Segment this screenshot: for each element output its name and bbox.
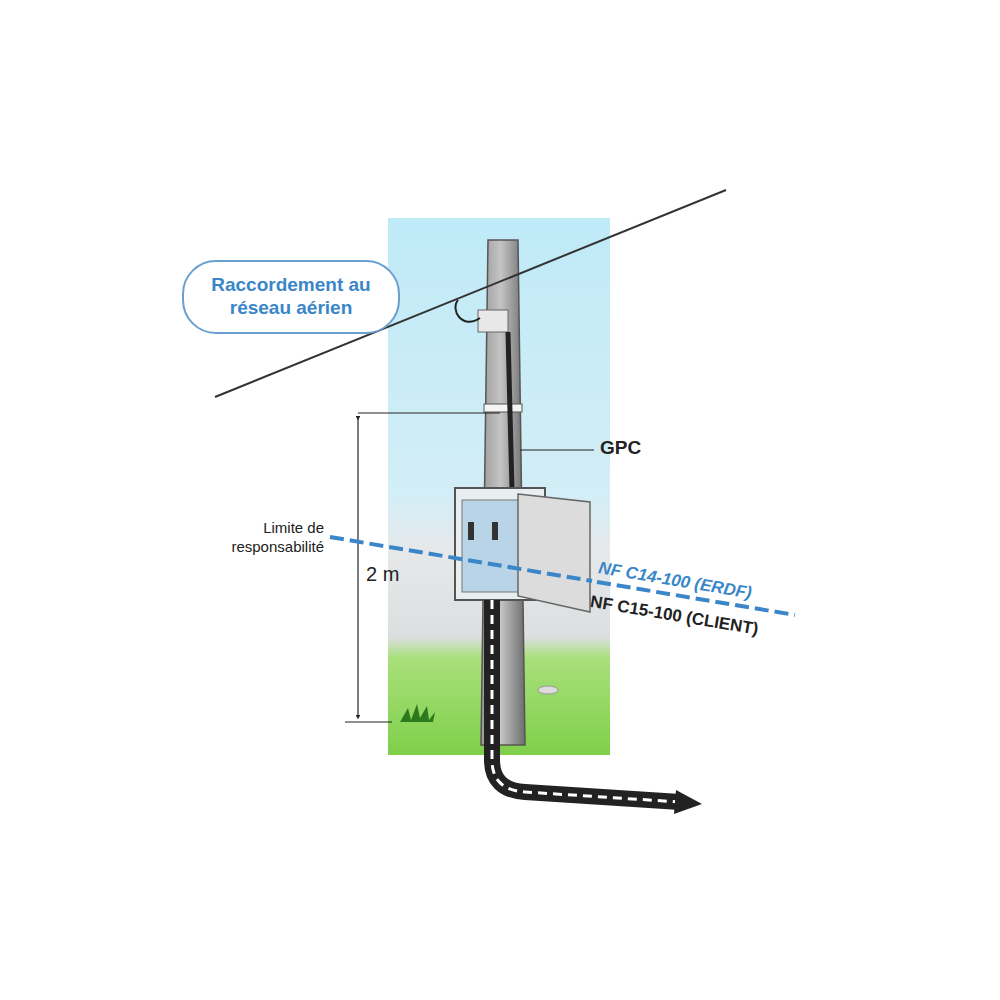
insulator [478,310,508,332]
callout-box: Raccordement au réseau aérien [182,260,400,334]
boundary-label: Limite de responsabilité [206,519,324,557]
grass [400,704,435,722]
drop-wire [455,300,480,322]
underground-cable [492,600,680,802]
dimension-line [357,418,358,717]
leader-line [520,449,594,450]
cabinet-interior [462,500,522,592]
stone [538,686,558,694]
breaker [492,522,498,540]
dimension-extension [345,721,392,722]
underground-cable [492,600,680,802]
gpc-cable [508,332,512,490]
part-name: GPC [600,437,641,459]
callout-text: Raccordement au réseau aérien [194,274,388,320]
breaker [468,522,474,540]
dimension: 2 m [366,563,399,586]
clamp [484,404,522,412]
dimension-extension [358,412,500,413]
cable-arrow [674,790,702,814]
cabinet-door [518,494,590,612]
